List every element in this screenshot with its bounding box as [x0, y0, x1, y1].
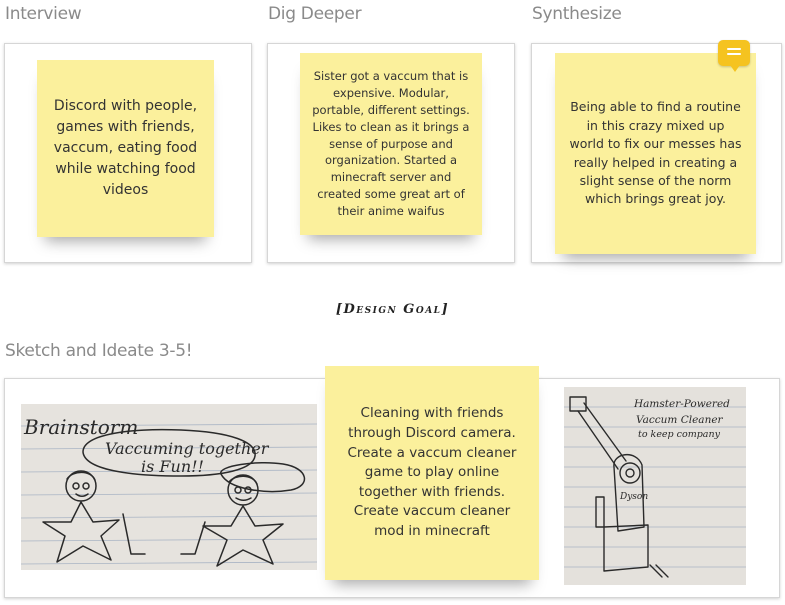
sticky-note-dig-deeper[interactable]: Sister got a vaccum that is expensive. M…	[300, 53, 482, 235]
sticky-note-interview[interactable]: Discord with people, games with friends,…	[37, 60, 214, 237]
sticky-note-text: Being able to find a routine in this cra…	[569, 99, 742, 207]
sketch-title-line3: to keep company	[638, 429, 721, 440]
sticky-note-text: Sister got a vaccum that is expensive. M…	[312, 69, 470, 218]
sketch-brainstorm-image: Brainstorm Vaccuming together is Fun!!	[21, 404, 317, 570]
sketch-brainstorm-title: Brainstorm	[23, 415, 138, 439]
section-label-dig-deeper: Dig Deeper	[268, 4, 362, 24]
sketch-title-line2: Vaccum Cleaner	[636, 414, 724, 426]
section-label-interview: Interview	[5, 4, 82, 24]
section-label-synthesize: Synthesize	[532, 4, 622, 24]
sketch-bubble-line1: Vaccuming together	[105, 439, 270, 458]
sticky-note-text: Discord with people, games with friends,…	[53, 98, 198, 198]
section-label-sketch: Sketch and Ideate 3-5!	[5, 341, 193, 361]
comment-icon[interactable]	[718, 40, 750, 72]
sketch-hamster-vacuum-image: Hamster-Powered Vaccum Cleaner to keep c…	[564, 387, 746, 585]
sticky-note-text: Cleaning with friends through Discord ca…	[347, 405, 517, 539]
sketch-title-line1: Hamster-Powered	[633, 398, 730, 410]
sticky-note-synthesize[interactable]: Being able to find a routine in this cra…	[555, 53, 756, 254]
sticky-note-ideate[interactable]: Cleaning with friends through Discord ca…	[325, 366, 539, 580]
design-goal-label: [Design Goal]	[335, 302, 450, 317]
sketch-bubble-line2: is Fun!!	[141, 457, 204, 476]
sketch-brand-label: Dyson	[619, 492, 648, 502]
